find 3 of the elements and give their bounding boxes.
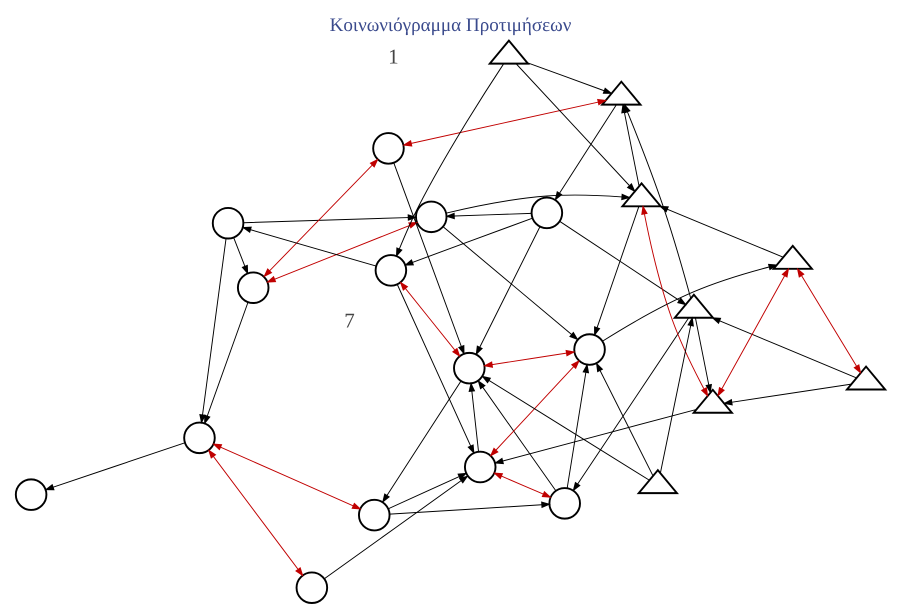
label: 1 <box>388 44 399 68</box>
diagram-title: Κοινωνιόγραμμα Προτιμήσεων <box>330 15 572 36</box>
label: 7 <box>344 308 355 332</box>
